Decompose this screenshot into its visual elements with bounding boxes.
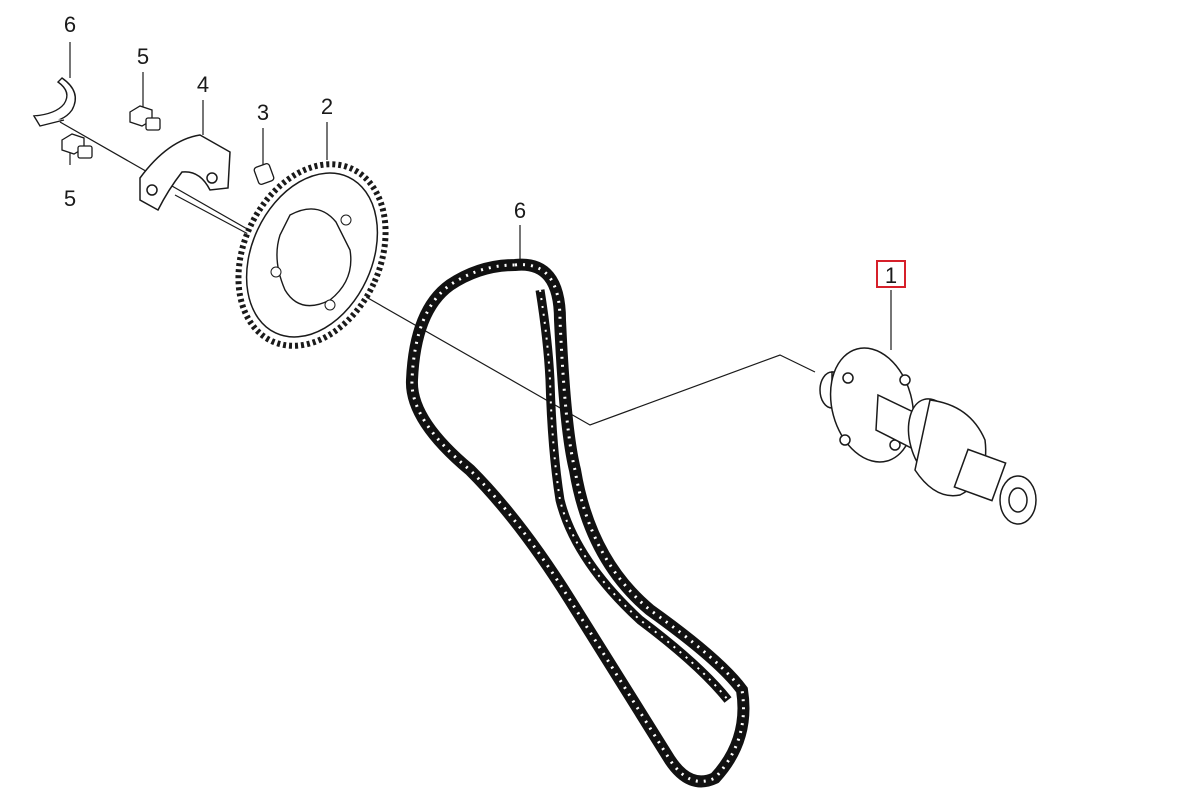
- bolt-part-top: [129, 105, 161, 131]
- camshaft-part: [819, 347, 1037, 525]
- callout-2-sprocket: 2: [320, 94, 334, 119]
- sprocket-part: [235, 161, 389, 349]
- bolt-part-bottom: [61, 133, 93, 159]
- callout-5-bolt-bottom: 5: [63, 186, 77, 211]
- retaining-clip-part: [32, 77, 76, 127]
- callout-6-chain: 6: [513, 198, 527, 223]
- callout-3-dowel: 3: [256, 100, 270, 125]
- dowel-pin-part: [253, 163, 275, 185]
- callout-1-camshaft-highlighted[interactable]: 1: [876, 260, 906, 288]
- callout-4-plate: 4: [196, 72, 210, 97]
- timing-chain-part: [405, 258, 750, 788]
- locking-plate-part: [139, 134, 231, 212]
- leader-lines: [59, 42, 892, 426]
- callout-5-bolt-top: 5: [136, 44, 150, 69]
- callout-6-clip: 6: [63, 12, 77, 37]
